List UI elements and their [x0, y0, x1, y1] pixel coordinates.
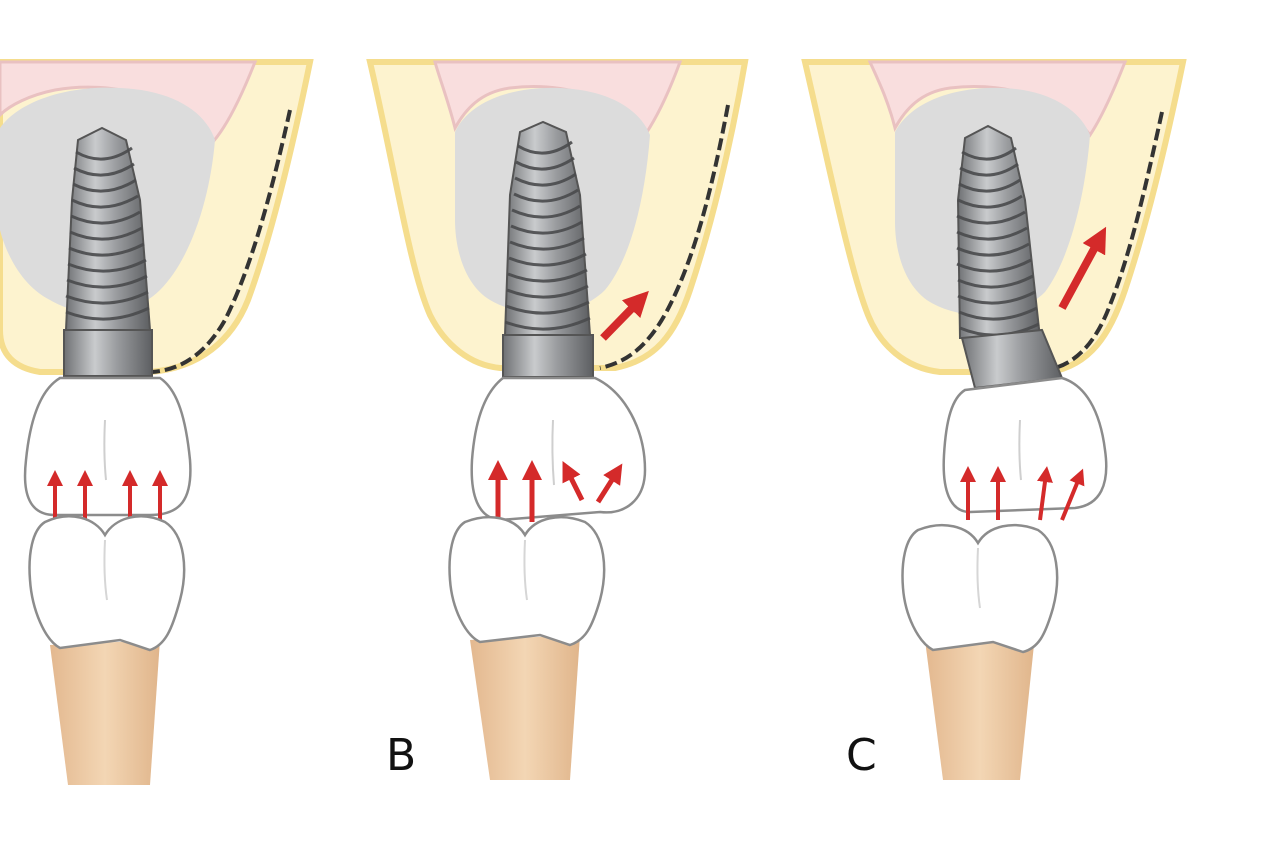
- dashed-boundary-line: [1054, 111, 1164, 370]
- force-arrows: [488, 460, 623, 522]
- opposing-tooth-crown: [448, 515, 606, 647]
- opposing-tooth-root: [50, 640, 160, 785]
- dashed-boundary-line: [599, 104, 730, 370]
- implant-crown: [470, 376, 647, 522]
- arrow-diagonal-icon: [1037, 466, 1053, 521]
- bone-resorption-arrow: [600, 290, 649, 341]
- panel-label-b: B: [386, 730, 417, 781]
- opposing-tooth-root: [470, 635, 580, 780]
- panel-a: [0, 59, 314, 785]
- bone-resorption-arrow: [1058, 226, 1107, 310]
- panel-b: [366, 59, 749, 780]
- screw-implant-icon: [63, 126, 153, 377]
- opposing-tooth-root: [925, 635, 1035, 780]
- panel-c: [801, 59, 1187, 780]
- gum-tissue: [867, 60, 1128, 138]
- gum-tissue: [433, 60, 683, 138]
- opposing-tooth-crown: [28, 515, 186, 652]
- arrow-diagonal-icon: [1060, 468, 1085, 521]
- implant-crown: [23, 376, 192, 517]
- screw-implant-icon: [502, 120, 594, 378]
- panel-label-c: C: [846, 730, 877, 781]
- opposing-tooth-crown: [901, 523, 1059, 654]
- force-arrows: [47, 470, 168, 520]
- implant-crown: [942, 376, 1108, 514]
- dashed-boundary-line: [151, 109, 292, 374]
- screw-implant-icon: [956, 124, 1064, 390]
- arrow-diagonal-icon: [562, 461, 585, 502]
- force-arrows: [960, 466, 1085, 521]
- arrow-diagonal-icon: [595, 463, 623, 504]
